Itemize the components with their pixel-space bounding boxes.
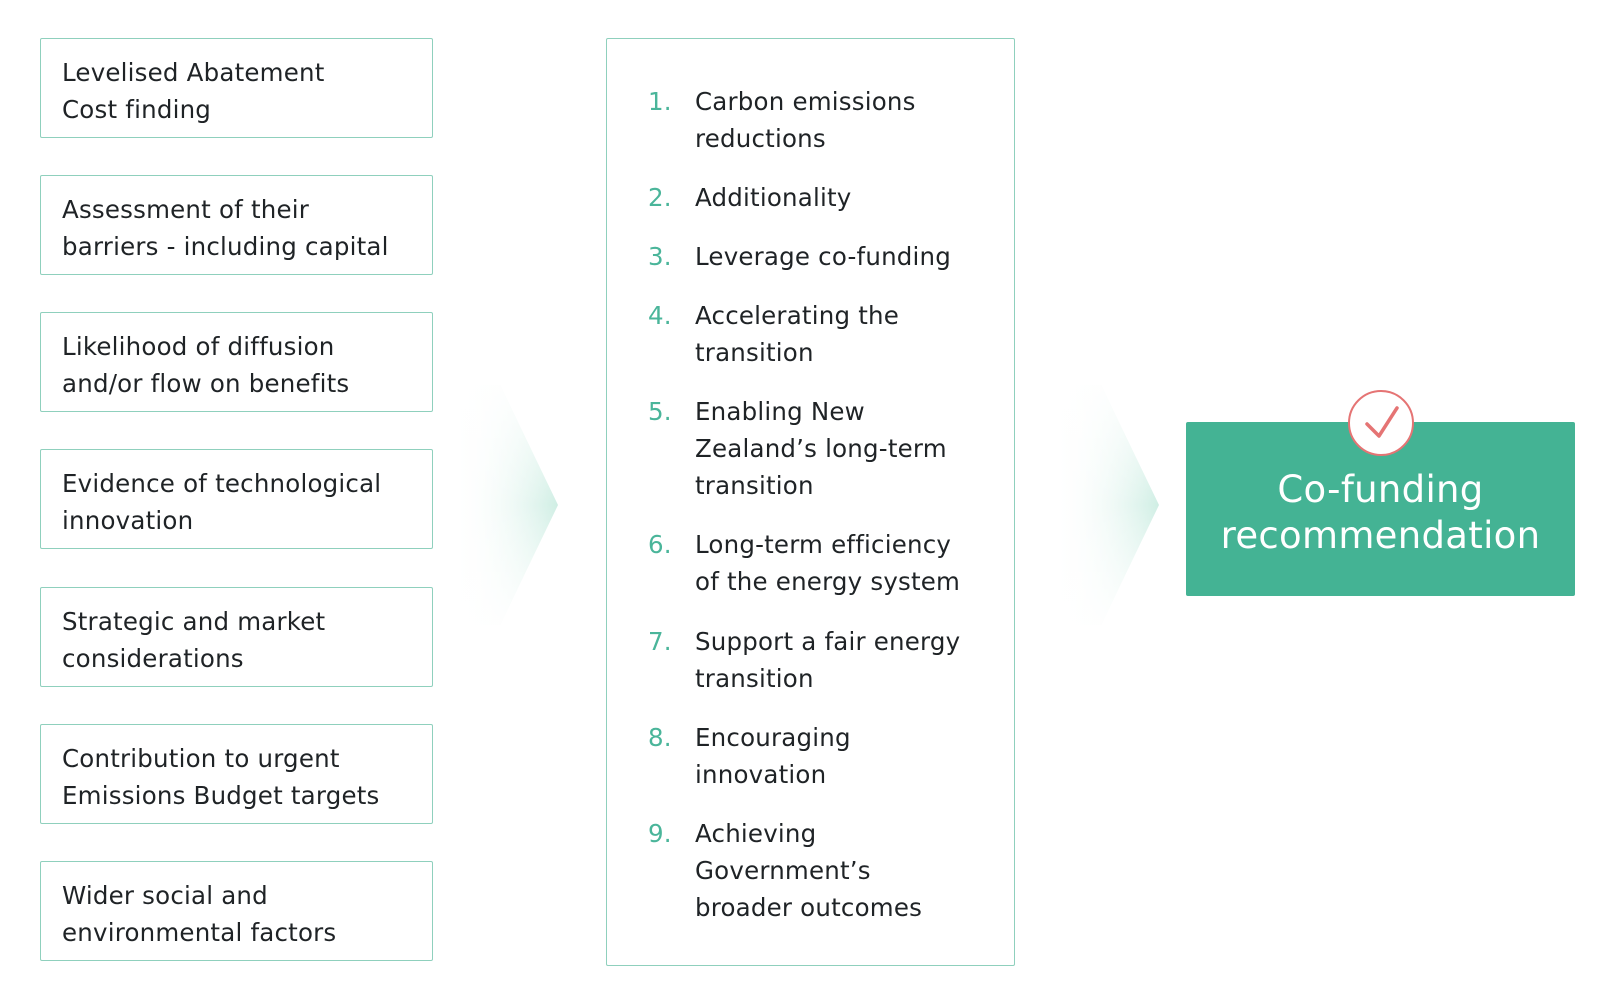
criteria-label: Achieving Government’s broader outcomes bbox=[695, 819, 923, 922]
factor-label: Strategic and market considerations bbox=[62, 607, 326, 673]
factor-box: Strategic and market considerations bbox=[40, 587, 433, 687]
criteria-label: Accelerating the transition bbox=[695, 301, 899, 367]
factor-label: Wider social and environmental factors bbox=[62, 881, 337, 947]
arrow-right-icon bbox=[1053, 385, 1159, 625]
criteria-number: 2. bbox=[648, 183, 672, 212]
factor-box: Wider social and environmental factors bbox=[40, 861, 433, 961]
factor-box: Levelised Abatement Cost finding bbox=[40, 38, 433, 138]
criteria-label: Support a fair energy transition bbox=[695, 627, 961, 693]
arrow-right-icon bbox=[452, 385, 558, 625]
factor-label: Evidence of technological innovation bbox=[62, 469, 382, 535]
criteria-number: 5. bbox=[648, 397, 672, 426]
factor-box: Contribution to urgent Emissions Budget … bbox=[40, 724, 433, 824]
criteria-number: 4. bbox=[648, 301, 672, 330]
factor-label: Assessment of their barriers - including… bbox=[62, 195, 389, 261]
criteria-label: Long-term efficiency of the energy syste… bbox=[695, 530, 961, 596]
criteria-label: Enabling New Zealand’s long-term transit… bbox=[695, 397, 947, 500]
criteria-number: 9. bbox=[648, 819, 672, 848]
criteria-label: Encouraging innovation bbox=[695, 723, 851, 789]
criteria-label: Leverage co-funding bbox=[695, 242, 952, 271]
criteria-panel: 1. Carbon emissions reductions 2. Additi… bbox=[606, 38, 1015, 966]
factor-box: Assessment of their barriers - including… bbox=[40, 175, 433, 275]
criteria-label: Additionality bbox=[695, 183, 852, 212]
check-icon bbox=[1348, 390, 1414, 456]
recommendation-label: Co-funding recommendation bbox=[1220, 468, 1541, 557]
criteria-number: 3. bbox=[648, 242, 672, 271]
factor-label: Contribution to urgent Emissions Budget … bbox=[62, 744, 380, 810]
factor-box: Evidence of technological innovation bbox=[40, 449, 433, 549]
factor-label: Levelised Abatement Cost finding bbox=[62, 58, 325, 124]
criteria-number: 7. bbox=[648, 627, 672, 656]
factor-label: Likelihood of diffusion and/or flow on b… bbox=[62, 332, 350, 398]
factor-box: Likelihood of diffusion and/or flow on b… bbox=[40, 312, 433, 412]
criteria-number: 1. bbox=[648, 87, 672, 116]
criteria-number: 6. bbox=[648, 530, 672, 559]
criteria-label: Carbon emissions reductions bbox=[695, 87, 916, 153]
criteria-number: 8. bbox=[648, 723, 672, 752]
